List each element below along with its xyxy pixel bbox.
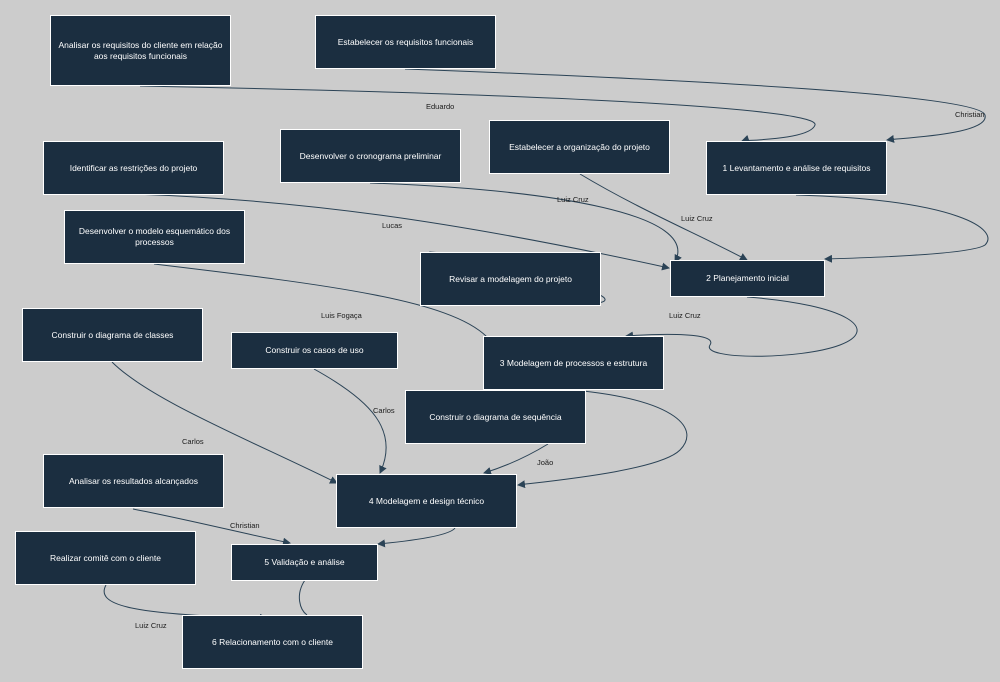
edge-label: Carlos bbox=[182, 437, 204, 446]
edge-label: Christian bbox=[955, 110, 985, 119]
node-label: 2 Planejamento inicial bbox=[706, 273, 789, 283]
edge-analisar-requisitos-to-levantamento bbox=[139, 85, 816, 143]
node-levantamento[interactable]: 1 Levantamento e análise de requisitos bbox=[706, 141, 887, 195]
edge-label: Carlos bbox=[373, 406, 395, 415]
edge-casos-uso-to-modelagem-design bbox=[313, 368, 387, 474]
node-label: Estabelecer a organização do projeto bbox=[509, 141, 650, 152]
edge-resultados-to-validacao bbox=[132, 508, 291, 546]
node-analisar-resultados[interactable]: Analisar os resultados alcançados bbox=[43, 454, 224, 508]
node-label: 5 Validação e análise bbox=[264, 557, 345, 567]
node-label: Construir os casos de uso bbox=[265, 345, 364, 355]
node-revisar-modelagem[interactable]: Revisar a modelagem do projeto bbox=[420, 252, 601, 306]
node-label: 6 Relacionamento com o cliente bbox=[212, 636, 333, 647]
node-validacao[interactable]: 5 Validação e análise bbox=[231, 544, 378, 581]
edge-label: Luiz Cruz bbox=[681, 214, 713, 223]
edge-sequencia-to-modelagem-design bbox=[483, 443, 549, 475]
edge-label: Luiz Cruz bbox=[135, 621, 167, 630]
edge-label: Lucas bbox=[382, 221, 403, 230]
edge-label: Luiz Cruz bbox=[669, 311, 701, 320]
node-planejamento[interactable]: 2 Planejamento inicial bbox=[670, 260, 825, 297]
node-label: Revisar a modelagem do projeto bbox=[449, 273, 572, 284]
node-desenvolver-modelo[interactable]: Desenvolver o modelo esquemático dos pro… bbox=[64, 210, 245, 264]
edge-modelo-to-modelagem-processos bbox=[153, 263, 488, 338]
node-estabelecer-requisitos[interactable]: Estabelecer os requisitos funcionais bbox=[315, 15, 496, 69]
node-label: Identificar as restrições do projeto bbox=[69, 162, 198, 173]
edge-label: Luis Fogaça bbox=[321, 311, 362, 320]
edge-label: Christian bbox=[230, 521, 260, 530]
node-casos-uso[interactable]: Construir os casos de uso bbox=[231, 332, 398, 369]
edge-cronograma-to-planejamento bbox=[369, 182, 682, 263]
edge-organizacao-to-planejamento bbox=[579, 173, 748, 261]
node-label: Desenvolver o cronograma preliminar bbox=[299, 150, 442, 161]
node-label: Desenvolver o modelo esquemático dos pro… bbox=[78, 226, 231, 247]
edge-classes-to-modelagem-design bbox=[111, 361, 338, 484]
edge-estabelecer-requisitos-to-levantamento bbox=[404, 68, 986, 143]
node-diagrama-sequencia[interactable]: Construir o diagrama de sequência bbox=[405, 390, 586, 444]
edge-label: Luiz Cruz bbox=[557, 195, 589, 204]
node-comite-cliente[interactable]: Realizar comitê com o cliente bbox=[15, 531, 196, 585]
node-modelagem-design[interactable]: 4 Modelagem e design técnico bbox=[336, 474, 517, 528]
node-label: Construir o diagrama de sequência bbox=[429, 411, 562, 422]
edge-label: João bbox=[537, 458, 554, 467]
node-label: 3 Modelagem de processos e estrutura bbox=[499, 357, 648, 368]
node-label: 4 Modelagem e design técnico bbox=[368, 495, 485, 506]
node-diagrama-classes[interactable]: Construir o diagrama de classes bbox=[22, 308, 203, 362]
node-modelagem-processos[interactable]: 3 Modelagem de processos e estrutura bbox=[483, 336, 664, 390]
node-desenvolver-cronograma[interactable]: Desenvolver o cronograma preliminar bbox=[280, 129, 461, 183]
node-label: Realizar comitê com o cliente bbox=[49, 552, 161, 563]
node-label: Analisar os resultados alcançados bbox=[69, 475, 198, 486]
node-label: Analisar os requisitos do cliente em rel… bbox=[58, 39, 223, 61]
node-label: Construir o diagrama de classes bbox=[51, 329, 174, 340]
edge-restricoes-to-planejamento bbox=[132, 193, 670, 271]
edge-validacao-to-relacionamento bbox=[298, 579, 308, 616]
node-label: 1 Levantamento e análise de requisitos bbox=[722, 162, 871, 173]
edge-levantamento-to-planejamento bbox=[795, 194, 989, 263]
node-analisar-requisitos[interactable]: Analisar os requisitos do cliente em rel… bbox=[50, 15, 231, 86]
edge-modelagem-processos-to-design bbox=[517, 389, 688, 489]
node-identificar-restricoes[interactable]: Identificar as restrições do projeto bbox=[43, 141, 224, 195]
edge-label: Eduardo bbox=[426, 102, 455, 111]
edge-planejamento-to-modelagem-processos bbox=[625, 296, 858, 357]
edge-design-to-validacao bbox=[377, 527, 456, 548]
edge-comite-to-relacionamento bbox=[103, 584, 268, 622]
node-estabelecer-organizacao[interactable]: Estabelecer a organização do projeto bbox=[489, 120, 670, 174]
node-label: Estabelecer os requisitos funcionais bbox=[337, 36, 474, 47]
node-relacionamento[interactable]: 6 Relacionamento com o cliente bbox=[182, 615, 363, 669]
